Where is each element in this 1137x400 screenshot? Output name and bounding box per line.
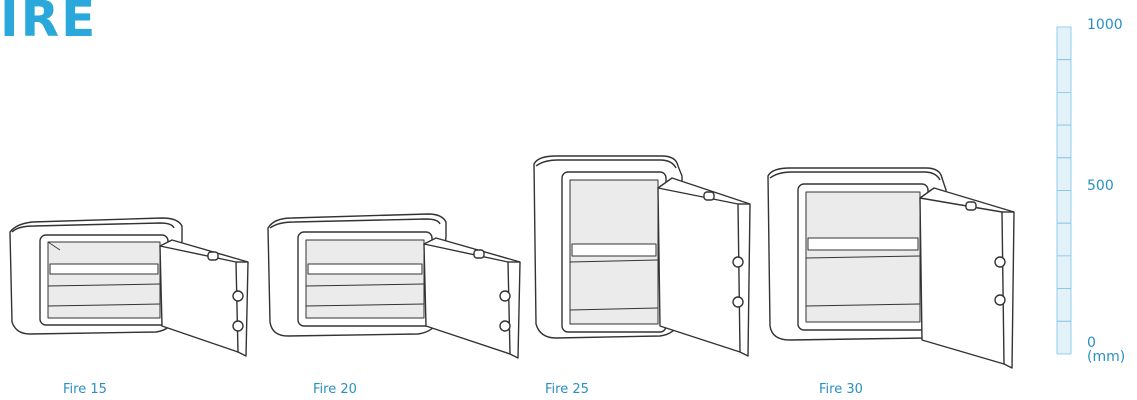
label-fire-15: Fire 15 — [63, 382, 107, 397]
safe-fire-25 — [533, 155, 751, 357]
scale-segment — [1056, 157, 1072, 191]
scale-label-bottom: 0 (mm) — [1087, 335, 1126, 365]
label-fire-25: Fire 25 — [545, 382, 589, 397]
label-fire-20: Fire 20 — [313, 382, 357, 397]
page-heading: IRE — [0, 0, 98, 48]
scale-segment — [1056, 288, 1072, 322]
scale-segment — [1056, 92, 1072, 126]
safe-fire-30 — [767, 167, 1015, 369]
scale-label-top: 1000 — [1087, 17, 1123, 33]
scale-segment — [1056, 255, 1072, 289]
scale-segment — [1056, 26, 1072, 61]
scale-label-mid: 500 — [1087, 178, 1114, 194]
scale-segment — [1056, 222, 1072, 257]
scale-segment — [1056, 59, 1072, 93]
scale-segment — [1056, 190, 1072, 224]
scale-segment — [1056, 124, 1072, 159]
scale-segment — [1056, 320, 1072, 355]
safe-fire-15 — [9, 217, 249, 357]
label-fire-30: Fire 30 — [819, 382, 863, 397]
safe-fire-20 — [267, 213, 521, 359]
height-scale — [1056, 26, 1072, 355]
